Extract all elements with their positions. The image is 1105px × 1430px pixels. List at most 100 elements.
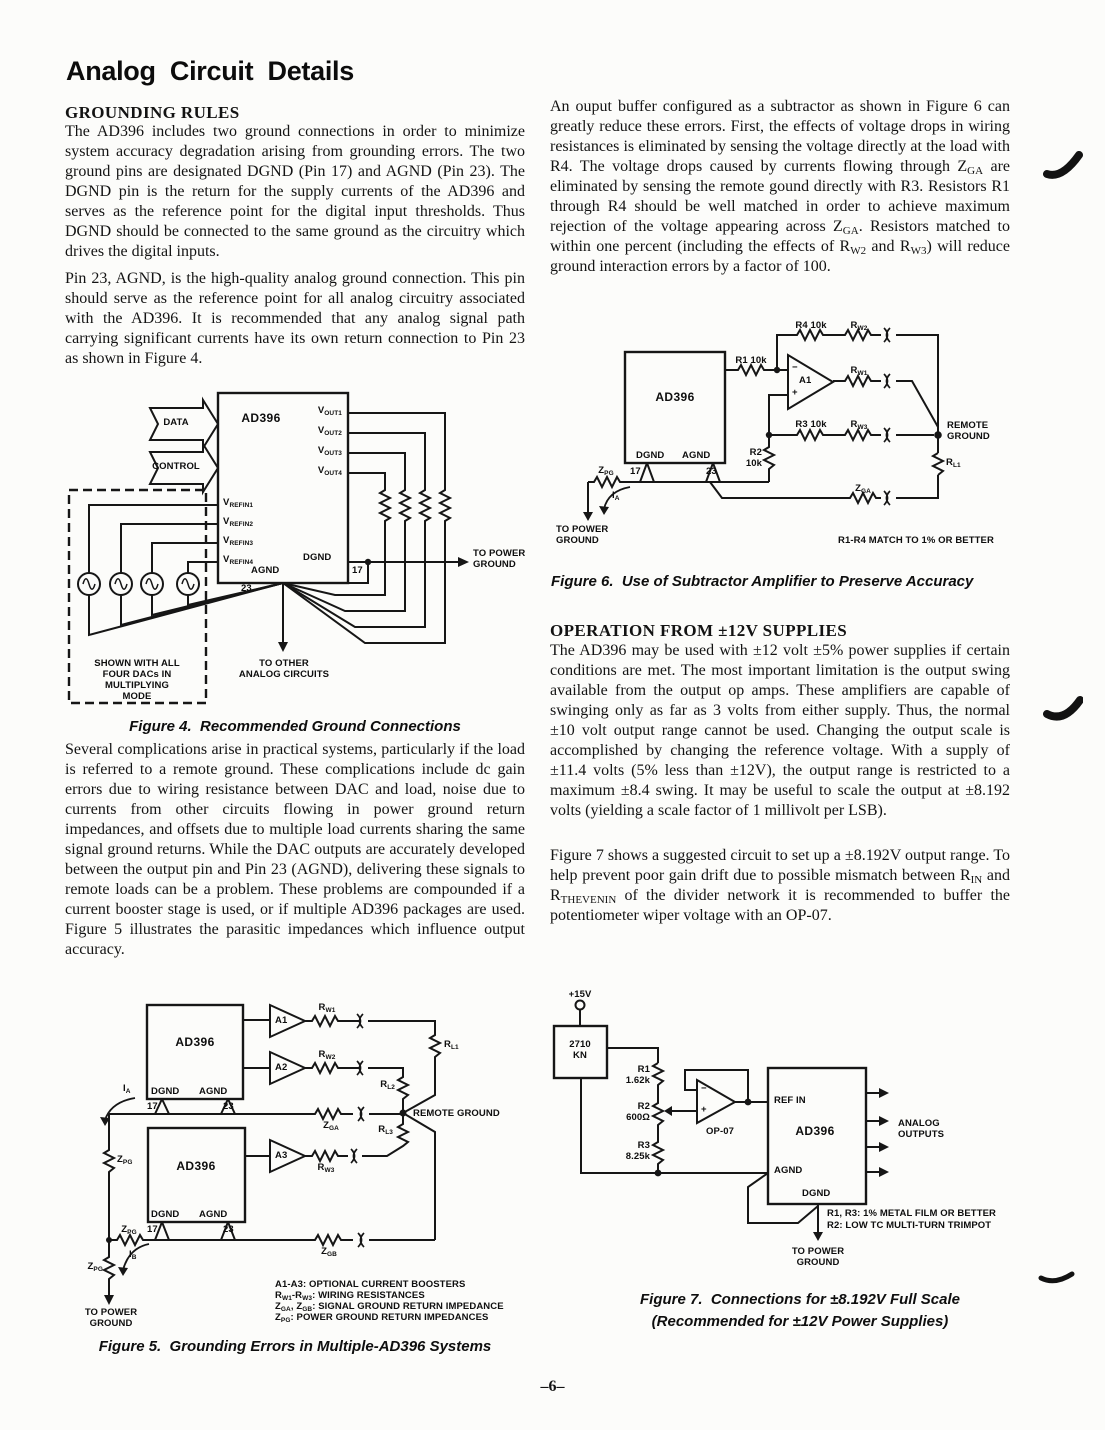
fig5-a1-label: A1 xyxy=(275,1015,288,1026)
fig6-remote-ground-label: REMOTE GROUND xyxy=(947,420,990,442)
fig7-supply-label: +15V xyxy=(568,989,592,1000)
fig4-vref1-label: VREFIN1 xyxy=(223,497,254,509)
fig5-zga-label: ZGA xyxy=(323,1120,339,1132)
fig5-remote-ground-node xyxy=(399,1109,407,1117)
fig7-r2-label: R2 600Ω xyxy=(626,1101,650,1123)
fig7-opamp xyxy=(696,1078,738,1125)
page-number: –6– xyxy=(540,1378,565,1395)
fig6-dgnd-label: DGND xyxy=(636,450,665,461)
fig6-r4-label: R4 10k xyxy=(795,320,827,331)
fig5-rl2-label: RL2 xyxy=(380,1079,395,1091)
fig4-to-power-ground-label: TO POWER GROUND xyxy=(473,548,526,570)
fig5-zgb-label: ZGB xyxy=(321,1246,337,1258)
fig6-zga-label: ZGA xyxy=(855,483,871,495)
fig7-wiper-arrowhead xyxy=(664,1106,672,1116)
fig4-vout1-label: VOUT1 xyxy=(317,405,342,417)
paragraph-figure7-intro: Figure 7 shows a suggested circuit to se… xyxy=(550,847,1011,924)
fig5-remote-ground-label: REMOTE GROUND xyxy=(413,1108,500,1119)
fig6-down-arrowhead xyxy=(583,512,593,521)
fig7-supply-terminal xyxy=(574,999,586,1011)
fig4-sine-source-2 xyxy=(109,572,133,596)
paragraph-complications: Several complications arise in practical… xyxy=(65,741,525,958)
fig5-chip1-pin17: 17 xyxy=(147,1101,158,1112)
figure4-caption: Figure 4. Recommended Ground Connections xyxy=(129,718,461,735)
figure6-caption: Figure 6. Use of Subtractor Amplifier to… xyxy=(551,573,974,590)
fig5-rl1-label: RL1 xyxy=(444,1039,459,1051)
scan-artifact-middle xyxy=(1043,696,1083,721)
fig5-a3-label: A3 xyxy=(275,1150,288,1161)
scan-artifact-bottom xyxy=(1038,1271,1075,1284)
fig5-ib-arrowhead xyxy=(118,1267,128,1276)
fig4-vref4-label: VREFIN4 xyxy=(223,554,254,566)
fig4-pin17-label: 17 xyxy=(352,565,363,576)
fig4-vref3-label: VREFIN3 xyxy=(223,535,254,547)
figure7-diagram: +15V 2710 KN R1 1.62k R2 600Ω R3 8.25k −… xyxy=(550,985,1060,1285)
paragraph-grounding-1: The AD396 includes two ground connection… xyxy=(65,123,525,260)
fig4-dgnd-label: DGND xyxy=(303,552,332,563)
fig4-vout3-label: VOUT3 xyxy=(317,445,342,457)
fig4-control-label: CONTROL xyxy=(152,461,200,472)
fig4-vout4-label: VOUT4 xyxy=(317,465,342,477)
fig6-rw2-label: RW2 xyxy=(850,320,868,332)
fig4-chip-label: AD396 xyxy=(241,411,281,425)
fig4-sine-source-1 xyxy=(77,572,101,596)
fig6-minus-label: − xyxy=(792,362,798,373)
paragraph-12v-supplies: The AD396 may be used with ±12 volt ±5% … xyxy=(550,642,1010,819)
page-title: Analog Circuit Details xyxy=(66,56,354,86)
fig6-to-power-label: TO POWER GROUND xyxy=(556,524,609,546)
fig7-dgnd-label: DGND xyxy=(802,1188,831,1199)
fig7-down-arrowhead xyxy=(813,1232,823,1241)
fig5-zpg3-label: ZPG xyxy=(87,1261,103,1273)
fig5-down-arrowhead xyxy=(104,1295,114,1305)
fig5-ia-arrowhead xyxy=(100,1117,110,1126)
fig6-r3-label: R3 10k xyxy=(795,419,827,430)
fig4-agnd-label: AGND xyxy=(251,565,280,576)
fig6-ia-label: IA xyxy=(612,490,620,502)
fig4-control-bus-arrow xyxy=(148,440,220,496)
paragraph-grounding-2: Pin 23, AGND, is the high-quality analog… xyxy=(65,270,525,367)
fig5-legend-line1: A1-A3: OPTIONAL CURRENT BOOSTERS xyxy=(275,1279,466,1290)
figure4-diagram: DATA CONTROL AD396 VOUT1 VOUT2 VOUT3 VOU… xyxy=(65,383,535,713)
figure7-caption-line2: (Recommended for ±12V Power Supplies) xyxy=(651,1313,949,1330)
fig5-chip2-label: AD396 xyxy=(176,1159,216,1173)
fig7-ref-in-label: REF IN xyxy=(774,1095,806,1106)
fig5-to-power-label: TO POWER GROUND xyxy=(84,1307,138,1329)
fig4-sine-source-4 xyxy=(176,572,200,596)
fig6-remote-ground-node xyxy=(934,431,942,439)
fig4-junction-dot xyxy=(364,558,372,566)
fig7-to-power-label: TO POWER GROUND xyxy=(791,1246,845,1268)
fig5-rw2-label: RW2 xyxy=(318,1049,336,1061)
fig7-plus-label: + xyxy=(701,1104,707,1115)
fig5-legend-line3: ZGA, ZGB: SIGNAL GROUND RETURN IMPEDANCE xyxy=(275,1301,504,1313)
fig4-right-arrowhead xyxy=(458,557,469,567)
fig7-opamp-label: OP-07 xyxy=(706,1126,734,1137)
fig5-chip2-agnd: AGND xyxy=(199,1209,228,1220)
fig4-multiplying-mode-box xyxy=(67,488,208,705)
fig6-a1-label: A1 xyxy=(799,375,812,386)
fig6-plus-label: + xyxy=(792,387,798,398)
figure5-art xyxy=(100,1003,443,1305)
fig4-data-label: DATA xyxy=(163,417,189,428)
fig6-r1-label: R1 10k xyxy=(735,355,767,366)
figure6-diagram: R1 10k R4 10k RW2 RW1 A1 − + R3 10k RW3 … xyxy=(550,315,1040,560)
figure5-caption: Figure 5. Grounding Errors in Multiple-A… xyxy=(98,1338,492,1355)
fig7-ref-box-label: 2710 KN xyxy=(569,1039,591,1061)
fig5-a2-label: A2 xyxy=(275,1062,288,1073)
figure4-art xyxy=(67,391,469,705)
fig6-zpg-label: ZPG xyxy=(598,465,614,477)
fig6-rw1-label: RW1 xyxy=(850,365,868,377)
fig6-ia-arrowhead xyxy=(599,506,609,515)
fig7-note1: R1, R3: 1% METAL FILM OR BETTER xyxy=(827,1208,997,1219)
heading-operation-12v: OPERATION FROM ±12V SUPPLIES xyxy=(550,621,848,640)
fig6-pin17-label: 17 xyxy=(630,466,641,477)
fig7-note2: R2: LOW TC MULTI-TURN TRIMPOT xyxy=(827,1220,992,1231)
figure5-diagram: AD396 AD396 DGND AGND 17 23 DGND AGND 17… xyxy=(65,992,535,1332)
fig7-r3-label: R3 8.25k xyxy=(625,1140,650,1162)
fig7-agnd-label: AGND xyxy=(774,1165,803,1176)
fig5-zpg1-label: ZPG xyxy=(117,1154,133,1166)
fig5-rw3-label: RW3 xyxy=(317,1162,335,1174)
fig6-rw3-label: RW3 xyxy=(850,419,868,431)
fig5-ib-label: IB xyxy=(129,1249,137,1261)
fig5-chip2-pin23: 23 xyxy=(223,1224,234,1235)
fig4-sine-source-3 xyxy=(140,572,164,596)
